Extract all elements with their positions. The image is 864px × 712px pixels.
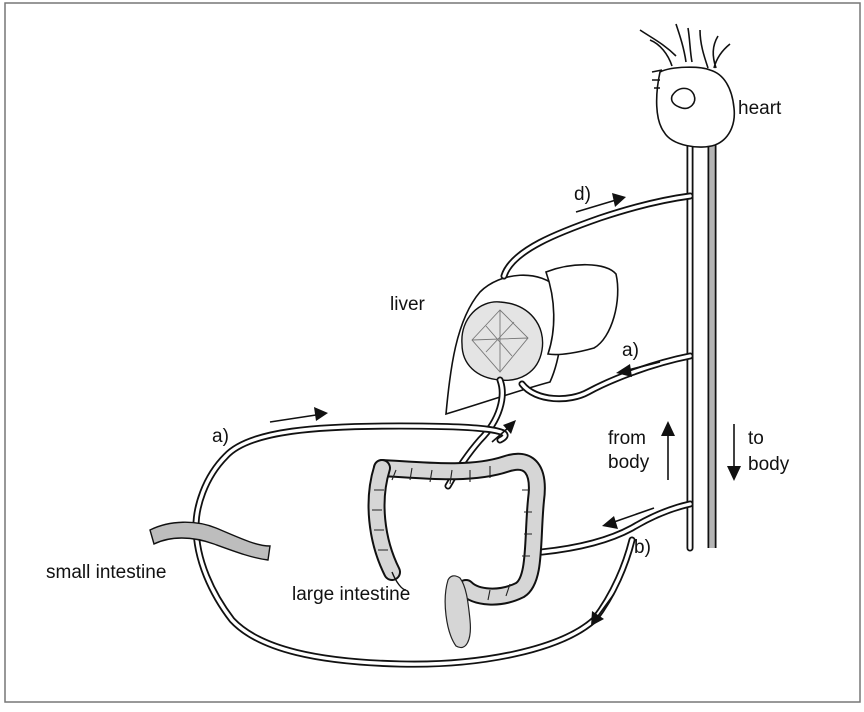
arrow-a-lower	[270, 407, 328, 422]
small-intestine-illustration	[150, 522, 270, 560]
flow-arrows	[270, 193, 741, 626]
label-d: d)	[574, 184, 591, 205]
label-a-upper: a)	[622, 340, 639, 361]
label-to: to	[748, 428, 764, 449]
heart-illustration	[640, 24, 734, 147]
label-heart: heart	[738, 98, 782, 119]
label-to-body: body	[748, 454, 790, 475]
label-from: from	[608, 428, 646, 449]
label-from-body: body	[608, 452, 650, 473]
arrow-to-body	[727, 424, 741, 481]
label-large-intestine: large intestine	[292, 584, 410, 605]
arrow-from-body	[661, 421, 675, 480]
arrow-b-down	[591, 594, 614, 626]
large-intestine-illustration	[372, 462, 537, 648]
label-liver: liver	[390, 294, 426, 315]
label-b: b)	[634, 537, 651, 558]
label-small-intestine: small intestine	[46, 562, 166, 583]
label-a-lower: a)	[212, 426, 229, 447]
